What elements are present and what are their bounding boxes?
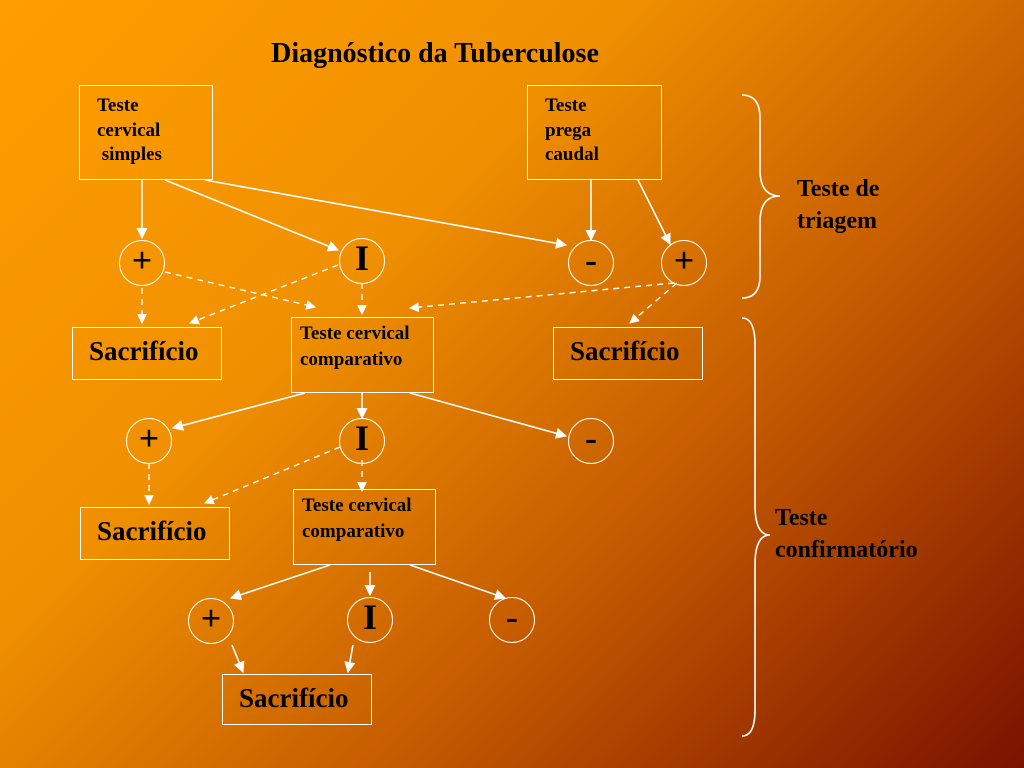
label-teste-confirmatorio: Teste confirmatório [775,502,918,567]
dashed-i4-to-sacrificio [204,446,341,505]
symbol-minus: - [585,418,597,458]
result-positive-2: + [661,240,707,286]
arrow-simples-to-negative [204,179,568,249]
box-teste-prega-caudal: Teste prega caudal [527,85,662,180]
box-line: simples [97,144,162,166]
box-line: cervical [97,119,161,141]
arrow-plus3-to-sacrificio [231,644,245,674]
result-negative-3: - [489,597,535,643]
arrow-cmp2-to-negative [409,564,507,600]
page-title: Diagnóstico da Tuberculose [271,38,599,69]
result-negative-1: - [568,240,614,286]
arrow-simples-to-inconclusive [164,179,340,252]
box-sacrificio-4: Sacrifício [222,674,372,725]
dashed-plus1-to-cmp1 [164,271,316,310]
box-line: Teste [545,95,587,116]
arrow-caudal-to-positive [637,179,671,246]
box-teste-cervical-simples: Teste cervical simples [79,85,213,180]
dashed-plus2-to-cmp1 [409,282,675,313]
label-line: triagem [797,208,877,235]
symbol-i: I [354,238,369,278]
symbol-plus: + [138,418,160,458]
box-line: Teste cervical [302,495,412,516]
box-line: Teste cervical [300,323,410,344]
brace-triagem [741,94,781,299]
symbol-plus: + [131,240,153,280]
result-positive-1: + [119,240,165,286]
arrow-i3-to-sacrificio [344,644,356,674]
result-inconclusive-2: I [339,418,385,464]
dashed-plus2-to-sacrificio [629,282,678,324]
box-sacrificio-2: Sacrifício [553,327,703,380]
result-inconclusive-3: I [347,597,393,643]
label-line: Teste [775,505,828,531]
result-positive-4: + [188,598,234,644]
symbol-i: I [354,418,369,458]
box-sacrificio-1: Sacrifício [72,327,222,380]
symbol-plus: + [200,598,222,638]
arrow-cmp1-to-negative [409,392,568,439]
box-line: Teste [97,95,139,116]
label-teste-de-triagem: Teste de triagem [797,173,879,238]
box-line: prega [545,119,592,141]
symbol-plus: + [673,240,695,280]
dashed-i1-to-sacrificio [189,264,339,325]
box-line: comparativo [302,520,405,542]
box-line: comparativo [300,348,403,370]
label-line: Teste de [797,176,880,202]
label-line: confirmatório [775,537,918,564]
arrow-cmp2-to-positive [229,564,331,601]
brace-confirmatorio [741,317,771,737]
result-negative-2: - [568,418,614,464]
result-positive-3: + [126,418,172,464]
box-sacrificio-3: Sacrifício [80,507,230,560]
box-teste-cervical-comparativo-1: Teste cervical comparativo [291,317,434,393]
arrow-cmp1-to-positive [171,392,306,431]
symbol-minus: - [585,240,597,280]
symbol-i: I [362,597,377,637]
box-teste-cervical-comparativo-2: Teste cervical comparativo [293,489,436,565]
box-line: caudal [545,144,599,166]
symbol-minus: - [506,597,518,637]
result-inconclusive-1: I [339,238,385,284]
